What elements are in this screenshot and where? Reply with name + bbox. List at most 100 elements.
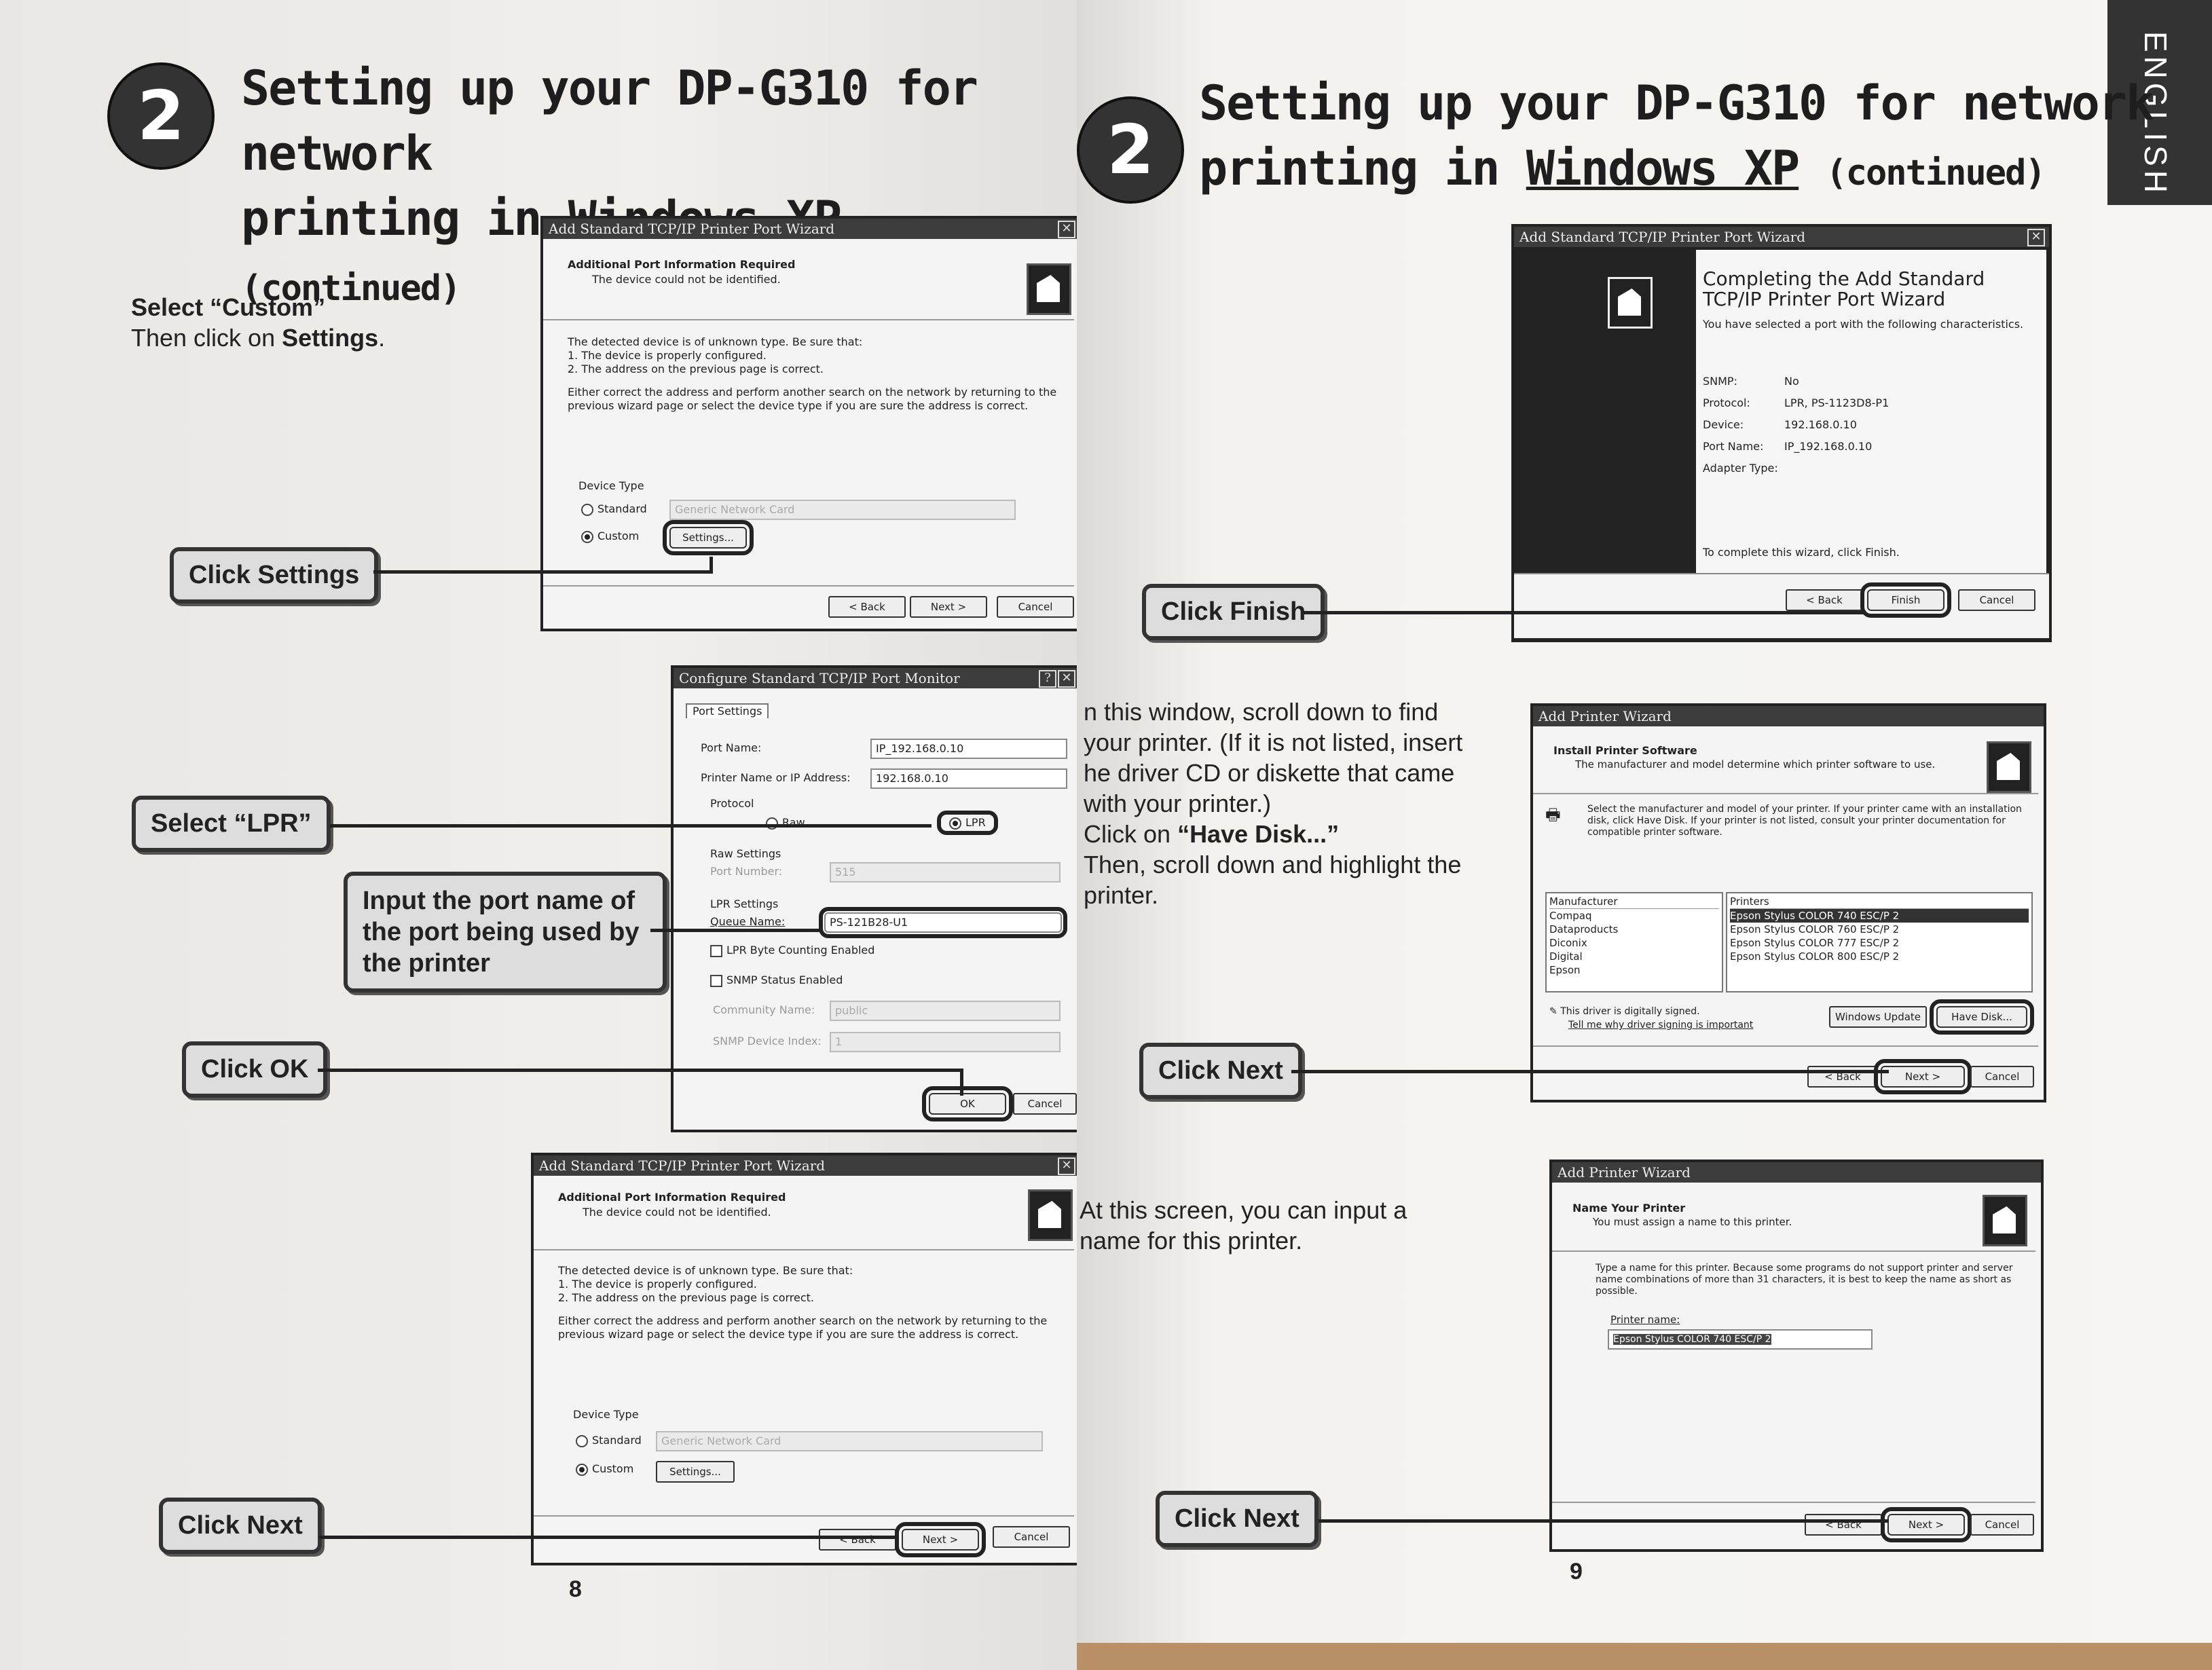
close-icon[interactable]: ✕ — [2027, 229, 2045, 246]
list-item[interactable]: Epson Stylus COLOR 760 ESC/P 2 — [1730, 923, 1900, 935]
community-name-input[interactable]: public — [830, 1001, 1061, 1021]
radio-custom[interactable]: Custom — [581, 530, 639, 543]
cancel-button[interactable]: Cancel — [1958, 589, 2035, 611]
signed-driver-icon: ✎ — [1549, 1006, 1557, 1017]
next-button[interactable]: Next > — [1874, 1059, 1972, 1094]
cancel-button[interactable]: Cancel — [1970, 1066, 2034, 1088]
close-icon[interactable]: ✕ — [1058, 221, 1075, 238]
list-item[interactable]: Digital — [1549, 950, 1583, 963]
char-label: Adapter Type: — [1703, 462, 1778, 475]
have-disk-button[interactable]: Have Disk... — [1930, 999, 2034, 1035]
back-button[interactable]: < Back — [1786, 589, 1863, 611]
body-line: possible. — [1596, 1286, 1638, 1297]
settings-button[interactable]: Settings... — [656, 1461, 735, 1483]
heading-suffix: (continued) — [1826, 153, 2046, 193]
dialog-header: Name Your Printer — [1572, 1202, 1686, 1214]
completing-wizard-dialog: Add Standard TCP/IP Printer Port Wizard✕… — [1511, 224, 2052, 642]
wizard-printer-icon — [1028, 1189, 1073, 1241]
radio-icon — [581, 530, 593, 543]
tab-port-settings[interactable]: Port Settings — [686, 703, 769, 718]
list-item[interactable]: Diconix — [1549, 937, 1587, 949]
printer-icon: 🖶 — [1545, 805, 1561, 824]
body-line: Either correct the address and perform a… — [568, 386, 1057, 398]
radio-standard[interactable]: Standard — [581, 502, 647, 516]
printer-address-label: Printer Name or IP Address: — [701, 771, 851, 784]
cancel-button[interactable]: Cancel — [993, 1526, 1070, 1548]
char-label: Protocol: — [1703, 396, 1750, 409]
port-characteristics: SNMP:No Protocol:LPR, PS-1123D8-P1 Devic… — [1703, 371, 1889, 479]
cancel-button[interactable]: Cancel — [1970, 1514, 2034, 1536]
dialog-body: The detected device is of unknown type. … — [558, 1264, 1047, 1341]
close-icon[interactable]: ✕ — [1058, 670, 1075, 688]
list-item-selected[interactable]: Epson Stylus COLOR 740 ESC/P 2 — [1730, 909, 2029, 923]
cancel-button[interactable]: Cancel — [997, 596, 1074, 618]
name-printer-dialog: Add Printer Wizard Name Your Printer You… — [1549, 1159, 2044, 1552]
back-button[interactable]: < Back — [1807, 1066, 1878, 1088]
text-line: with your printer.) — [1084, 790, 1272, 817]
list-item[interactable]: Epson — [1549, 964, 1581, 976]
list-item[interactable]: Epson Stylus COLOR 800 ESC/P 2 — [1730, 950, 1900, 963]
printer-name-label: Printer name: — [1610, 1314, 1680, 1326]
printer-name-value: Epson Stylus COLOR 740 ESC/P 2 — [1613, 1334, 1771, 1345]
completion-intro: You have selected a port with the follow… — [1703, 318, 2024, 331]
close-icon[interactable]: ✕ — [1058, 1157, 1075, 1175]
body-line: disk, click Have Disk. If your printer i… — [1587, 815, 2006, 826]
radio-custom[interactable]: Custom — [576, 1462, 633, 1476]
next-button[interactable]: Next > — [895, 1522, 986, 1557]
settings-button[interactable]: Settings... — [663, 520, 754, 555]
heading-line1: Setting up your DP-G310 for network — [1199, 75, 2154, 131]
radio-raw[interactable]: Raw — [766, 816, 805, 830]
body-line: compatible printer software. — [1587, 827, 1722, 838]
windows-update-button[interactable]: Windows Update — [1829, 1006, 1927, 1028]
radio-label: Standard — [592, 1434, 642, 1447]
dialog-title: Add Printer Wizard — [1557, 1164, 1691, 1181]
next-button[interactable]: Next > — [910, 596, 987, 618]
cancel-button[interactable]: Cancel — [1013, 1093, 1077, 1115]
list-item[interactable]: Dataproducts — [1549, 923, 1619, 935]
printer-address-input[interactable]: 192.168.0.10 — [870, 768, 1067, 789]
radio-label: LPR — [965, 816, 986, 829]
text-line: your printer. (If it is not listed, inse… — [1084, 728, 1463, 756]
radio-icon — [949, 817, 961, 830]
body-line: 2. The address on the previous page is c… — [568, 363, 824, 375]
queue-name-input[interactable]: PS-121B28-U1 — [819, 907, 1067, 938]
heading-suffix: (continued) — [241, 268, 461, 309]
finish-button[interactable]: Finish — [1860, 582, 1951, 618]
port-monitor-dialog: Configure Standard TCP/IP Port Monitor?✕… — [671, 665, 1082, 1132]
install-printer-software-dialog: Add Printer Wizard Install Printer Softw… — [1530, 703, 2046, 1102]
help-icon[interactable]: ? — [1039, 670, 1056, 688]
char-value: LPR, PS-1123D8-P1 — [1784, 396, 1890, 409]
printer-model-list[interactable]: Printers Epson Stylus COLOR 740 ESC/P 2 … — [1726, 892, 2033, 992]
device-type-label: Device Type — [573, 1408, 639, 1421]
instruction-bold: Settings — [282, 324, 379, 352]
snmp-index-label: SNMP Device Index: — [713, 1035, 822, 1047]
port-number-input[interactable]: 515 — [830, 862, 1061, 883]
back-button[interactable]: < Back — [819, 1529, 896, 1551]
printer-name-input[interactable]: Epson Stylus COLOR 740 ESC/P 2 — [1608, 1329, 1873, 1350]
manufacturer-list[interactable]: Manufacturer Compaq Dataproducts Diconix… — [1545, 892, 1723, 992]
callout-select-lpr: Select “LPR” — [132, 796, 331, 852]
dialog-header: Install Printer Software — [1553, 744, 1697, 757]
checkbox-label: LPR Byte Counting Enabled — [726, 944, 875, 957]
back-button[interactable]: < Back — [828, 596, 906, 618]
dialog-body: The detected device is of unknown type. … — [568, 335, 1056, 413]
list-item[interactable]: Compaq — [1549, 910, 1592, 922]
next-button[interactable]: Next > — [1881, 1507, 1972, 1542]
driver-signing-link[interactable]: Tell me why driver signing is important — [1568, 1020, 1754, 1031]
callout-click-next-1: Click Next — [1139, 1043, 1302, 1099]
callout-leader-line — [318, 1069, 963, 1072]
queue-name-label: Queue Name: — [710, 915, 786, 928]
ok-button[interactable]: OK — [922, 1086, 1013, 1121]
list-item[interactable]: Epson Stylus COLOR 777 ESC/P 2 — [1730, 937, 1900, 949]
checkbox-icon — [710, 944, 722, 957]
snmp-index-input[interactable]: 1 — [830, 1032, 1061, 1052]
port-name-input[interactable]: IP_192.168.0.10 — [870, 739, 1067, 759]
device-type-select[interactable]: Generic Network Card — [669, 500, 1016, 520]
back-button[interactable]: < Back — [1805, 1514, 1882, 1536]
radio-lpr[interactable]: LPR — [937, 811, 998, 835]
lpr-byte-counting-checkbox[interactable]: LPR Byte Counting Enabled — [710, 944, 874, 957]
device-type-select[interactable]: Generic Network Card — [656, 1431, 1043, 1451]
dialog-subheader: The device could not be identified. — [592, 273, 781, 286]
snmp-checkbox[interactable]: SNMP Status Enabled — [710, 973, 843, 987]
radio-standard[interactable]: Standard — [576, 1434, 642, 1447]
